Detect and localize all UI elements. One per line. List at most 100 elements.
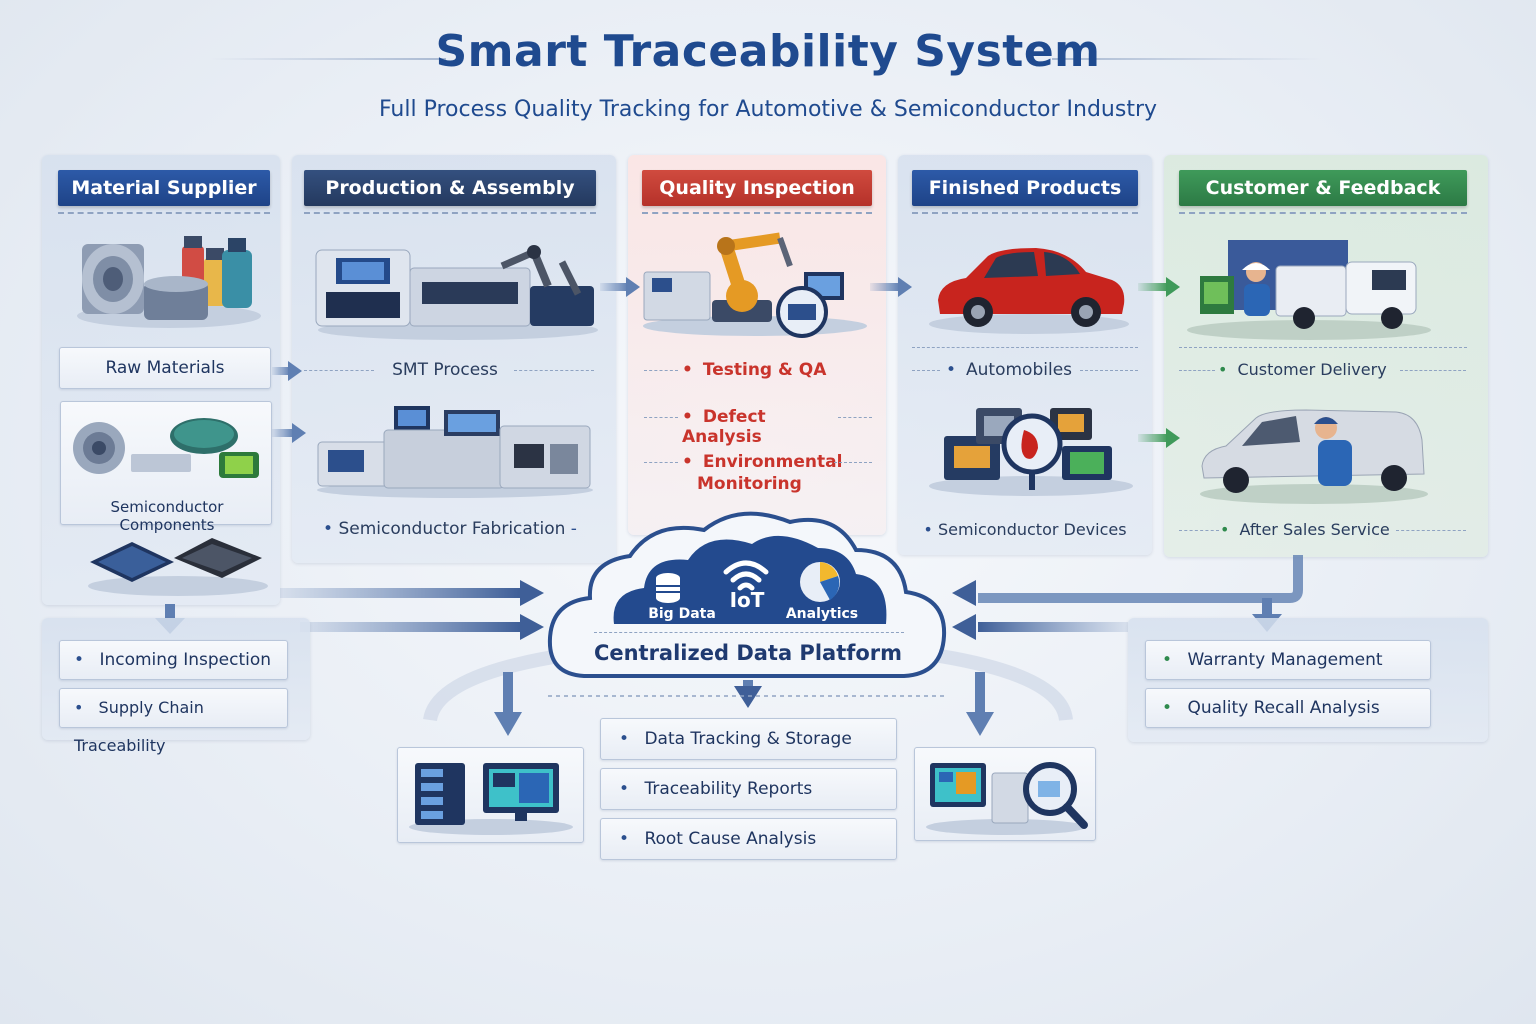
warranty-label: Warranty Management [1187, 650, 1383, 670]
big-data-label: Big Data [648, 606, 716, 622]
divider [912, 212, 1138, 214]
divider [912, 370, 940, 371]
pie-chart-icon [800, 562, 840, 602]
divider [594, 632, 904, 633]
service-illustration [1200, 409, 1428, 504]
monitor-icon [930, 763, 986, 807]
divider [838, 417, 872, 418]
divider [834, 462, 872, 463]
fab-equipment-icon [317, 406, 591, 489]
divider [642, 212, 872, 214]
divider [644, 417, 678, 418]
root-cause-box: Root Cause Analysis [600, 818, 897, 860]
flow-arrow [292, 423, 306, 443]
material-supplier-header: Material Supplier [58, 170, 270, 206]
divider [912, 347, 1138, 348]
chips-illustration [88, 538, 268, 596]
flow-arrow-shaft [272, 429, 294, 437]
supply-chain-box: Supply Chain Traceability [59, 688, 288, 755]
divider [1400, 370, 1466, 371]
divider [1179, 370, 1215, 371]
traceability-reports-box: Traceability Reports [600, 768, 897, 810]
wifi-icon [723, 560, 769, 591]
magnifier-icon [1023, 762, 1088, 829]
semiconductor-components-box: Semiconductor Components [60, 401, 272, 534]
storage-illustration [409, 763, 573, 835]
smt-machine-icon [315, 249, 594, 327]
root-cause-label: Root Cause Analysis [644, 829, 817, 849]
semiconductor-components-illustration [73, 418, 259, 478]
chip-icon [90, 538, 262, 582]
customer-delivery-label: Customer Delivery [1218, 360, 1408, 379]
magnifier-icon [1001, 413, 1063, 490]
incoming-inspection-label: Incoming Inspection [99, 650, 272, 670]
flow-arrow-shaft [600, 283, 628, 291]
recall-label: Quality Recall Analysis [1187, 698, 1380, 718]
finished-products-header: Finished Products [912, 170, 1138, 206]
warranty-box: Warranty Management [1145, 640, 1431, 680]
divider [644, 462, 678, 463]
flow-arrow [1166, 277, 1180, 297]
after-sales-label: After Sales Service [1220, 520, 1410, 539]
flow-arrow [898, 277, 912, 297]
divider [304, 370, 374, 371]
inspection-illustration [643, 232, 867, 338]
page-subtitle: Full Process Quality Tracking for Automo… [378, 97, 1158, 122]
coil-icon [73, 422, 125, 474]
server-icon [415, 763, 465, 825]
raw-materials-illustration [77, 236, 261, 328]
divider [1179, 530, 1219, 531]
divider [644, 370, 678, 371]
devices-illustration [929, 408, 1133, 496]
divider [1179, 212, 1467, 214]
circuit-board-icon [944, 408, 1112, 480]
semiconductor-fabrication-label: • Semiconductor Fabrication - [323, 519, 577, 539]
divider [1396, 530, 1466, 531]
divider [304, 212, 596, 214]
car-icon [938, 248, 1125, 327]
semiconductor-fabrication-text: Semiconductor Fabrication [338, 519, 566, 539]
monitoring-label: Monitoring [697, 474, 802, 494]
database-icon [656, 573, 680, 603]
recall-box: Quality Recall Analysis [1145, 688, 1431, 728]
flow-arrow [1166, 428, 1180, 448]
data-tracking-label: Data Tracking & Storage [644, 729, 852, 749]
flow-arrow [288, 361, 302, 381]
data-tracking-box: Data Tracking & Storage [600, 718, 897, 760]
cloud-icons [613, 535, 887, 624]
technician-icon [1314, 417, 1352, 486]
divider [1179, 347, 1467, 348]
chip-icon [131, 452, 259, 478]
semiconductor-devices-text: Semiconductor Devices [937, 520, 1127, 539]
flow-arrow-shaft [1138, 434, 1168, 442]
robot-arm-icon [500, 245, 582, 296]
analysis-illustration [926, 762, 1088, 835]
defect-analysis-label: Defect Analysis [682, 407, 842, 447]
semiconductor-devices-label: • Semiconductor Devices [923, 520, 1127, 539]
iot-label: IoT [729, 588, 765, 612]
customer-feedback-header: Customer & Feedback [1179, 170, 1467, 206]
semiconductor-components-label: Semiconductor Components [110, 498, 224, 534]
wafer-icon [170, 418, 238, 454]
title-line-left [210, 58, 446, 60]
title-line-right [1052, 58, 1322, 60]
divider [1080, 370, 1138, 371]
platform-title: Centralized Data Platform [593, 641, 903, 665]
page-title: Smart Traceability System [435, 26, 1101, 77]
environmental-label: Environmental [682, 452, 843, 472]
car-icon [1201, 409, 1425, 493]
testing-qa-label: Testing & QA [682, 360, 862, 380]
incoming-inspection-box: Incoming Inspection [59, 640, 288, 680]
raw-materials-box: Raw Materials [59, 347, 271, 389]
analytics-label: Analytics [785, 606, 859, 622]
robot-arm-icon [712, 232, 793, 322]
truck-icon [1275, 261, 1417, 329]
divider [514, 370, 594, 371]
technician-icon [1242, 262, 1270, 316]
smt-illustration [315, 245, 598, 340]
flow-arrow-shaft [1138, 283, 1168, 291]
car-illustration [929, 248, 1129, 334]
monitor-icon [483, 763, 559, 821]
supply-chain-label: Supply Chain Traceability [74, 698, 204, 755]
flow-arrow-shaft [272, 367, 290, 375]
